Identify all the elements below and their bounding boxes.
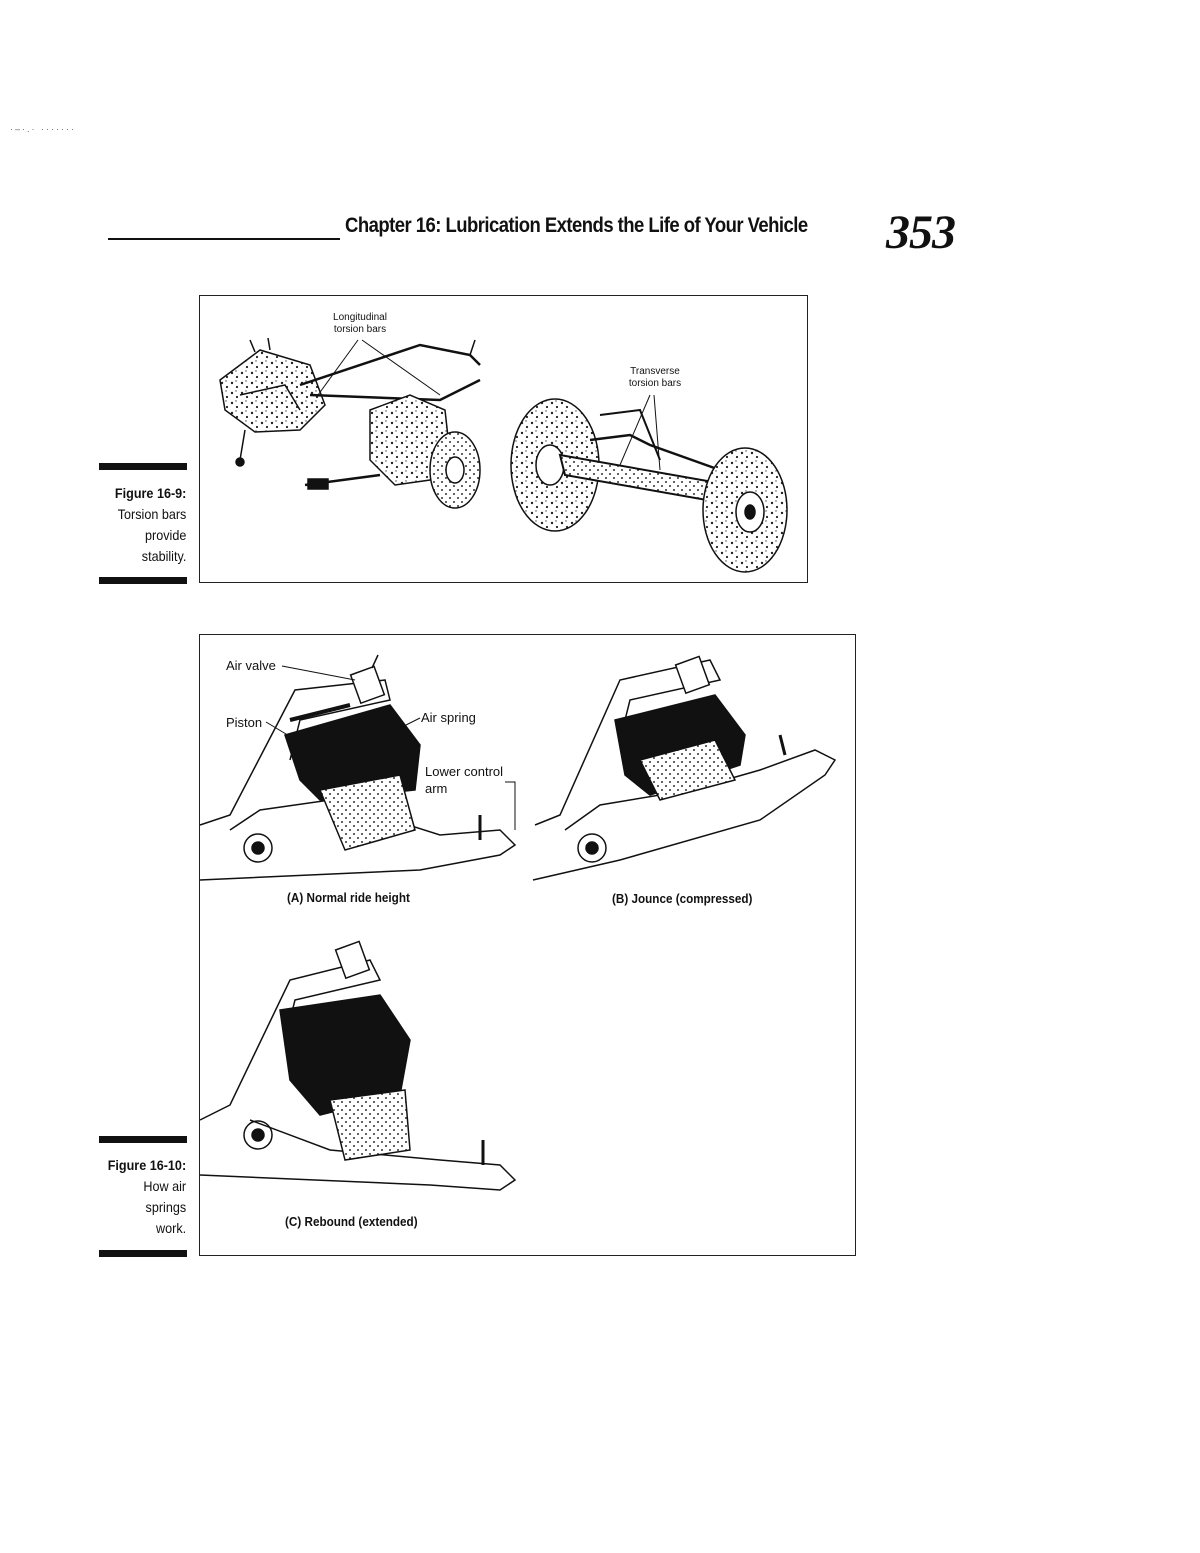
caption-line: work. — [155, 1220, 186, 1236]
panel-a-callout-lines — [265, 665, 516, 830]
air-valve-label: Air valve — [226, 658, 276, 673]
front-suspension-assembly — [219, 337, 481, 509]
air-spring-label: Air spring — [421, 710, 476, 725]
caption-line: How air — [143, 1178, 186, 1194]
panel-b-caption: (B) Jounce (compressed) — [612, 891, 753, 906]
panel-a-caption: (A) Normal ride height — [287, 890, 410, 905]
panel-a-air-spring — [199, 654, 517, 881]
caption-line: Torsion bars — [117, 506, 186, 522]
rear-axle-assembly — [510, 398, 788, 573]
piston-label: Piston — [226, 715, 263, 730]
page-number: 353 — [886, 206, 956, 259]
header-rule — [108, 238, 340, 240]
longitudinal-torsion-bars-label: Longitudinal torsion bars — [300, 312, 420, 336]
transverse-line2: torsion bars — [628, 378, 682, 389]
figure-16-10-label: Figure 16-10: — [107, 1157, 186, 1173]
figure-16-9-caption: Figure 16-9: Torsion bars provide stabil… — [115, 483, 186, 567]
caption-bar-bottom-16-10 — [99, 1250, 187, 1257]
caption-line: provide — [144, 527, 186, 543]
panel-c-caption: (C) Rebound (extended) — [285, 1214, 418, 1229]
figure-16-10-caption: Figure 16-10: How air springs work. — [108, 1155, 186, 1239]
lower-control-arm-label: Lower control arm — [425, 763, 503, 797]
lower-control-arm-line2: arm — [425, 781, 448, 796]
caption-line: springs — [145, 1199, 186, 1215]
panel-c-air-spring — [199, 940, 517, 1191]
chapter-title: Chapter 16: Lubrication Extends the Life… — [345, 214, 808, 237]
caption-line: stability. — [141, 548, 186, 564]
scan-specks: ·–·.· ······· — [10, 124, 76, 134]
panel-b-air-spring — [532, 655, 837, 881]
longitudinal-callout-lines — [317, 339, 441, 396]
transverse-line1: Transverse — [630, 366, 680, 377]
caption-bar-top-16-9 — [99, 463, 187, 470]
longitudinal-line2: torsion bars — [333, 324, 387, 335]
transverse-torsion-bars-label: Transverse torsion bars — [600, 366, 710, 390]
caption-bar-top-16-10 — [99, 1136, 187, 1143]
lower-control-arm-line1: Lower control — [425, 764, 504, 779]
figure-16-9-label: Figure 16-9: — [114, 485, 186, 501]
longitudinal-line1: Longitudinal — [333, 312, 387, 323]
transverse-callout-lines — [619, 394, 661, 471]
caption-bar-bottom-16-9 — [99, 577, 187, 584]
